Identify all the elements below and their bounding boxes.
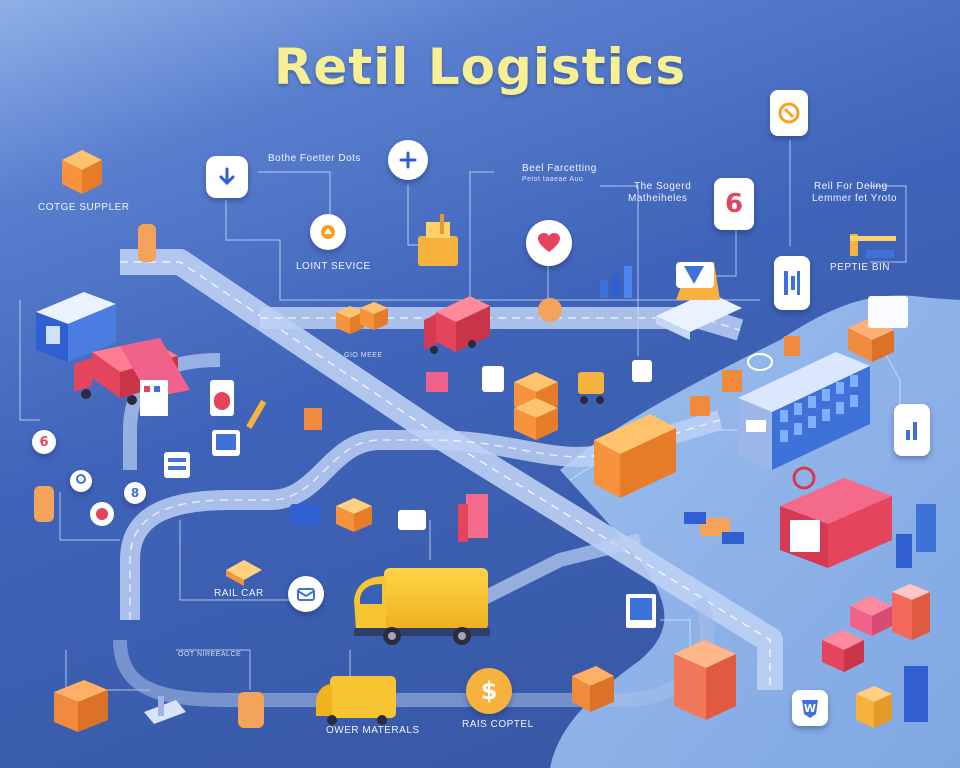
label-lemmer-fet: Lemmer fet Yroto (812, 193, 898, 204)
yellow-van-small (316, 676, 396, 725)
coin-icon[interactable]: $ (466, 668, 512, 714)
blue-bars (600, 266, 936, 722)
yellow-van (354, 568, 490, 645)
badge-six-left-label: 6 (39, 434, 49, 450)
office-building (738, 352, 870, 470)
label-the-sogerd: The Sogerd (634, 181, 692, 192)
svg-text:W: W (804, 702, 816, 715)
label-peptie-bin: PEPTIE BIN (830, 262, 891, 273)
label-bothe-foetter: Bothe Foetter Dots (268, 153, 361, 164)
label-owgr-materals: OWER MATERALS (326, 725, 420, 736)
page-title: Retil Logistics (273, 38, 687, 96)
number-badge-six-left[interactable]: 6 (32, 430, 56, 454)
label-loint-service: LOINT SEVICE (296, 261, 371, 272)
label-matheiheles: Matheiheles (628, 193, 688, 204)
label-beel-sub: Pelot taaeae Auo (522, 176, 584, 183)
label-rais-coptel: RAIS COPTEL (462, 719, 534, 730)
badge-eight-label: 8 (130, 486, 140, 500)
document-icon[interactable] (774, 256, 810, 310)
loading-platform (656, 262, 742, 340)
roads (113, 249, 783, 707)
label-gio-mere: GIO MEEE (344, 352, 383, 359)
loading-gate (120, 338, 190, 416)
misc-items (144, 399, 656, 724)
plus-icon[interactable] (388, 140, 428, 180)
label-rail-car: RAIL CAR (214, 588, 264, 599)
label-rell-for-deling: Rell For Deling (814, 181, 888, 192)
boxes (34, 150, 930, 732)
barrier-gate (850, 234, 896, 258)
package-icon[interactable] (288, 576, 324, 612)
logo-badge-icon[interactable] (770, 90, 808, 136)
heart-icon[interactable] (526, 220, 572, 266)
label-beel-farcetting: Beel Farcetting (522, 163, 597, 174)
number-badge-eight[interactable]: 8 (124, 482, 146, 504)
badge-six-label: 6 (724, 189, 744, 219)
label-oot-mrecalce: OOT NIREEALCE (178, 651, 242, 658)
wordpress-icon[interactable]: W (792, 690, 828, 726)
forklift (418, 214, 458, 266)
device-icons (90, 296, 908, 526)
warehouse-left (36, 292, 116, 362)
red-truck-center (424, 296, 490, 354)
number-badge-six[interactable]: 6 (714, 178, 754, 230)
chart-icon[interactable] (894, 404, 930, 456)
mini-forklift (578, 372, 604, 404)
coin-symbol: $ (480, 677, 498, 705)
pin-icon[interactable] (70, 470, 92, 492)
gear-icon[interactable] (310, 214, 346, 250)
label-cotge-suppler: COTGE SUPPLER (38, 202, 130, 213)
down-arrow-icon[interactable] (206, 156, 248, 198)
red-warehouse (780, 466, 892, 568)
